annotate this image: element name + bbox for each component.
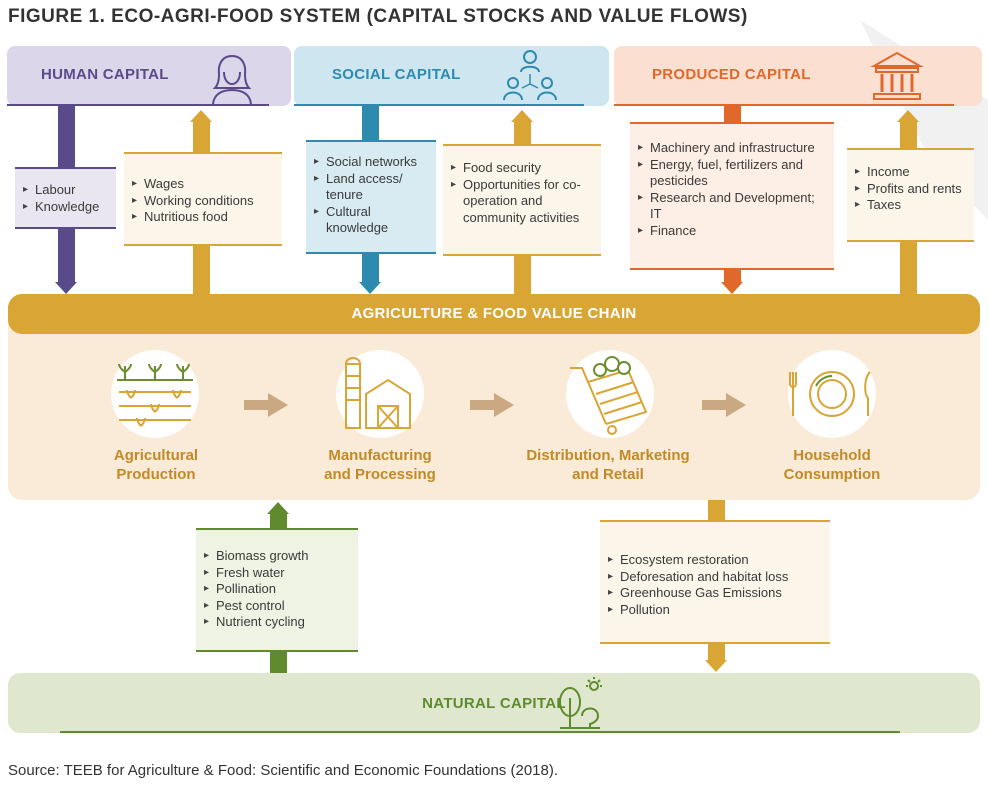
- flow-arrow-icon: [244, 393, 288, 417]
- stage-label-line: Agricultural: [113, 447, 199, 464]
- bank-icon: [870, 51, 924, 100]
- list-item: Food security: [451, 160, 593, 177]
- list-item: Working conditions: [132, 193, 274, 210]
- community-icon: [503, 50, 557, 101]
- natural-input-arrowhead: [267, 502, 289, 514]
- list-item: Land access/ tenure: [314, 171, 428, 204]
- list-item: Energy, fuel, fertilizers and pesticides: [638, 157, 826, 190]
- social-capital-label: SOCIAL CAPITAL: [332, 66, 461, 83]
- crops-icon: [111, 350, 199, 438]
- list-item: Nutrient cycling: [204, 614, 350, 631]
- produced-input-box: Machinery and infrastructure Energy, fue…: [630, 122, 834, 270]
- list-item: Profits and rents: [855, 181, 966, 198]
- value-chain-title: AGRICULTURE & FOOD VALUE CHAIN: [8, 294, 980, 334]
- produced-output-arrowhead: [897, 110, 919, 122]
- stage-label-line: and Processing: [324, 466, 436, 483]
- stage-distribution: Distribution, Marketing and Retail: [498, 446, 718, 484]
- stage-label-line: and Retail: [572, 466, 644, 483]
- stage-household-consumption: Household Consumption: [722, 446, 942, 484]
- social-output-arrowhead: [511, 110, 533, 122]
- flow-arrow-icon: [702, 393, 746, 417]
- list-item: Labour: [23, 182, 108, 199]
- stage-agricultural-production: Agricultural Production: [46, 446, 266, 484]
- list-item: Nutritious food: [132, 209, 274, 226]
- produced-capital-header: PRODUCED CAPITAL: [614, 46, 982, 106]
- factory-icon: [336, 350, 424, 438]
- list-item: Cultural knowledge: [314, 204, 428, 237]
- human-output-arrowhead: [190, 110, 212, 122]
- natural-capital-header: [8, 673, 980, 733]
- list-item: Greenhouse Gas Emissions: [608, 585, 822, 602]
- stage-manufacturing: Manufacturing and Processing: [270, 446, 490, 484]
- stage-label-line: Consumption: [783, 466, 881, 483]
- produced-input-arrowhead: [721, 282, 743, 294]
- natural-output-arrowhead: [705, 660, 727, 672]
- list-item: Opportunities for co-operation and commu…: [451, 177, 593, 227]
- person-icon: [212, 54, 252, 104]
- list-item: Pollution: [608, 602, 822, 619]
- human-input-arrowhead: [55, 282, 77, 294]
- natural-capital-label: NATURAL CAPITAL: [422, 695, 566, 712]
- list-item: Ecosystem restoration: [608, 552, 822, 569]
- cart-icon: [566, 350, 654, 438]
- list-item: Social networks: [314, 154, 428, 171]
- list-item: Machinery and infrastructure: [638, 140, 826, 157]
- human-capital-underline: [7, 104, 269, 106]
- produced-output-box: Income Profits and rents Taxes: [847, 148, 974, 242]
- social-output-box: Food security Opportunities for co-opera…: [443, 144, 601, 256]
- list-item: Taxes: [855, 197, 966, 214]
- stage-label-line: Manufacturing: [328, 447, 432, 464]
- human-capital-header: HUMAN CAPITAL: [7, 46, 291, 106]
- human-output-box: Wages Working conditions Nutritious food: [124, 152, 282, 246]
- social-capital-header: SOCIAL CAPITAL: [294, 46, 609, 106]
- list-item: Fresh water: [204, 565, 350, 582]
- natural-capital-underline: [60, 731, 900, 733]
- list-item: Research and Development; IT: [638, 190, 826, 223]
- list-item: Finance: [638, 223, 826, 240]
- list-item: Deforesation and habitat loss: [608, 569, 822, 586]
- social-input-box: Social networks Land access/ tenure Cult…: [306, 140, 436, 254]
- flow-arrow-icon: [470, 393, 514, 417]
- list-item: Wages: [132, 176, 274, 193]
- source-citation: Source: TEEB for Agriculture & Food: Sci…: [8, 762, 559, 779]
- stage-label-line: Production: [116, 466, 196, 483]
- list-item: Biomass growth: [204, 548, 350, 565]
- list-item: Pollination: [204, 581, 350, 598]
- social-capital-underline: [294, 104, 584, 106]
- natural-input-box: Biomass growth Fresh water Pollination P…: [196, 528, 358, 652]
- trees-icon: [559, 677, 602, 729]
- stage-label-line: Household: [793, 447, 871, 464]
- list-item: Income: [855, 164, 966, 181]
- figure-title: FIGURE 1. ECO-AGRI-FOOD SYSTEM (CAPITAL …: [8, 6, 748, 27]
- human-input-box: Labour Knowledge: [15, 167, 116, 229]
- stage-label-line: Distribution, Marketing: [526, 447, 690, 464]
- human-capital-label: HUMAN CAPITAL: [41, 66, 169, 83]
- produced-capital-label: PRODUCED CAPITAL: [652, 66, 811, 83]
- list-item: Pest control: [204, 598, 350, 615]
- natural-output-box: Ecosystem restoration Deforesation and h…: [600, 520, 830, 644]
- social-input-arrowhead: [359, 282, 381, 294]
- plate-icon: [788, 350, 876, 438]
- produced-capital-underline: [614, 104, 954, 106]
- list-item: Knowledge: [23, 199, 108, 216]
